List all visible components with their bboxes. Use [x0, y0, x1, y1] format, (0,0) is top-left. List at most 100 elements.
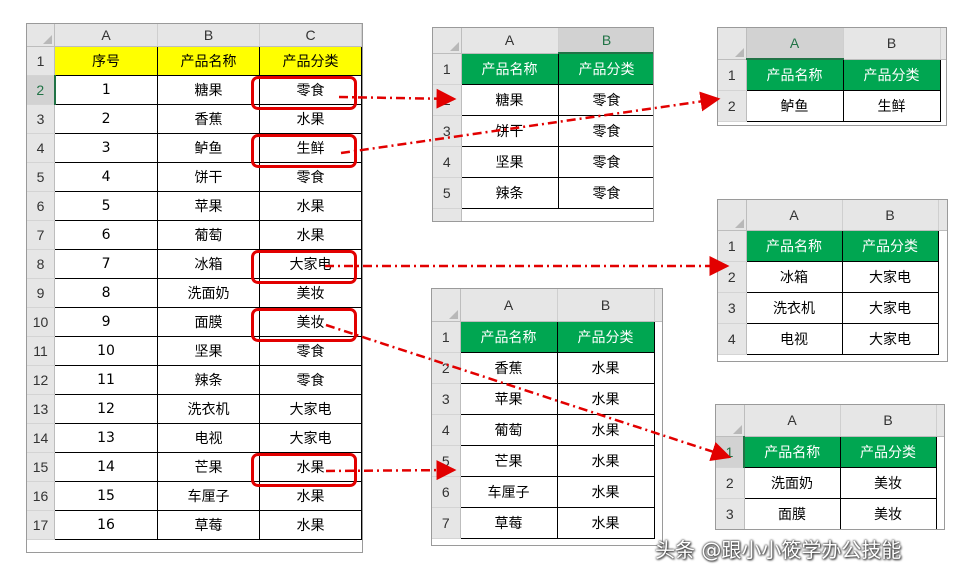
cell[interactable]: 生鲜	[842, 89, 941, 122]
cell[interactable]: 饼干	[157, 161, 260, 192]
row-header[interactable]: 3	[718, 292, 747, 324]
column-header-a[interactable]: A	[461, 28, 559, 54]
row-header[interactable]: 1	[27, 46, 56, 76]
cell[interactable]: 零食	[259, 364, 362, 395]
cell[interactable]: 水果	[556, 382, 655, 415]
header-cell[interactable]: 产品名称	[743, 435, 841, 468]
select-all-corner[interactable]	[432, 289, 461, 322]
cell[interactable]: 坚果	[460, 145, 559, 178]
cell[interactable]: 水果	[259, 190, 362, 221]
cell[interactable]: 16	[54, 509, 159, 540]
column-header-c[interactable]: C	[259, 24, 362, 47]
header-cell[interactable]: 产品名称	[460, 52, 559, 85]
cell[interactable]: 13	[54, 422, 159, 453]
cell[interactable]: 车厘子	[157, 480, 260, 511]
row-header[interactable]: 4	[27, 133, 56, 163]
cell[interactable]: 大家电	[841, 291, 939, 324]
column-header-b[interactable]: B	[558, 28, 653, 54]
select-all-corner[interactable]	[433, 28, 462, 54]
cell[interactable]: 面膜	[157, 306, 260, 337]
column-header-a[interactable]: A	[460, 289, 558, 322]
column-header-b[interactable]: B	[842, 200, 939, 231]
select-all-corner[interactable]	[718, 200, 747, 231]
row-header[interactable]: 5	[27, 162, 56, 192]
row-header[interactable]: 7	[27, 220, 56, 250]
row-header[interactable]: 1	[433, 53, 462, 85]
cell[interactable]: 2	[54, 103, 159, 134]
cell[interactable]: 12	[54, 393, 159, 424]
cell[interactable]: 3	[54, 132, 159, 163]
cell[interactable]: 葡萄	[459, 413, 558, 446]
row-header[interactable]: 6	[27, 191, 56, 221]
header-cell[interactable]: 产品名称	[459, 320, 558, 353]
cell[interactable]: 11	[54, 364, 159, 395]
cell[interactable]: 10	[54, 335, 159, 366]
select-all-corner[interactable]	[716, 405, 745, 437]
header-cell[interactable]: 产品名称	[745, 58, 844, 91]
header-cell[interactable]: 序号	[54, 45, 159, 76]
row-header[interactable]: 1	[432, 321, 461, 353]
row-header[interactable]: 11	[27, 336, 56, 366]
cell[interactable]: 洗面奶	[157, 277, 260, 308]
cell[interactable]: 草莓	[157, 509, 260, 540]
row-header[interactable]: 10	[27, 307, 56, 337]
cell[interactable]: 美妆	[839, 466, 937, 499]
cell[interactable]: 大家电	[841, 322, 939, 355]
cell[interactable]: 大家电	[841, 260, 939, 293]
column-header-b[interactable]: B	[557, 289, 655, 322]
row-header[interactable]: 1	[718, 59, 747, 91]
row-header[interactable]: 2	[27, 75, 56, 105]
cell[interactable]: 葡萄	[157, 219, 260, 250]
cell[interactable]: 电视	[745, 322, 843, 355]
row-header[interactable]: 3	[433, 115, 462, 147]
row-header[interactable]: 4	[718, 323, 747, 355]
cell[interactable]: 美妆	[839, 497, 937, 529]
row-header[interactable]: 17	[27, 510, 56, 540]
column-header-b[interactable]: B	[157, 24, 260, 47]
cell[interactable]: 芒果	[459, 444, 558, 477]
cell[interactable]: 水果	[259, 451, 362, 482]
cell[interactable]: 5	[54, 190, 159, 221]
cell[interactable]: 15	[54, 480, 159, 511]
column-header-a[interactable]: A	[54, 24, 159, 47]
cell[interactable]: 鲈鱼	[745, 89, 844, 122]
select-all-corner[interactable]	[27, 24, 56, 47]
row-header[interactable]: 3	[27, 104, 56, 134]
row-header[interactable]	[433, 208, 462, 221]
cell[interactable]: 零食	[557, 145, 653, 178]
header-cell[interactable]: 产品分类	[557, 52, 653, 85]
cell[interactable]: 14	[54, 451, 159, 482]
cell[interactable]: 冰箱	[157, 248, 260, 279]
column-header-b[interactable]: B	[840, 405, 937, 437]
row-header[interactable]: 16	[27, 481, 56, 511]
column-header-a[interactable]: A	[746, 200, 843, 231]
row-header[interactable]: 4	[432, 414, 461, 446]
cell[interactable]: 草莓	[459, 506, 558, 539]
row-header[interactable]: 14	[27, 423, 56, 453]
row-header[interactable]: 3	[432, 383, 461, 415]
cell[interactable]: 水果	[259, 219, 362, 250]
cell[interactable]: 电视	[157, 422, 260, 453]
cell[interactable]: 鲈鱼	[157, 132, 260, 163]
cell[interactable]: 辣条	[460, 176, 559, 209]
cell[interactable]: 水果	[259, 509, 362, 540]
column-header-a[interactable]: A	[746, 28, 844, 60]
row-header[interactable]: 15	[27, 452, 56, 482]
row-header[interactable]: 2	[716, 467, 745, 499]
cell[interactable]: 坚果	[157, 335, 260, 366]
header-cell[interactable]: 产品分类	[841, 229, 939, 262]
row-header[interactable]: 8	[27, 249, 56, 279]
cell[interactable]: 饼干	[460, 114, 559, 147]
cell[interactable]: 7	[54, 248, 159, 279]
cell[interactable]: 糖果	[157, 74, 260, 105]
select-all-corner[interactable]	[718, 28, 747, 60]
cell[interactable]: 零食	[557, 176, 653, 209]
header-cell[interactable]: 产品分类	[839, 435, 937, 468]
row-header[interactable]: 6	[432, 476, 461, 508]
cell[interactable]: 洗面奶	[743, 466, 841, 499]
cell[interactable]: 香蕉	[157, 103, 260, 134]
cell[interactable]: 水果	[556, 506, 655, 539]
row-header[interactable]: 3	[716, 498, 745, 529]
cell[interactable]: 冰箱	[745, 260, 843, 293]
cell[interactable]: 1	[54, 74, 159, 105]
